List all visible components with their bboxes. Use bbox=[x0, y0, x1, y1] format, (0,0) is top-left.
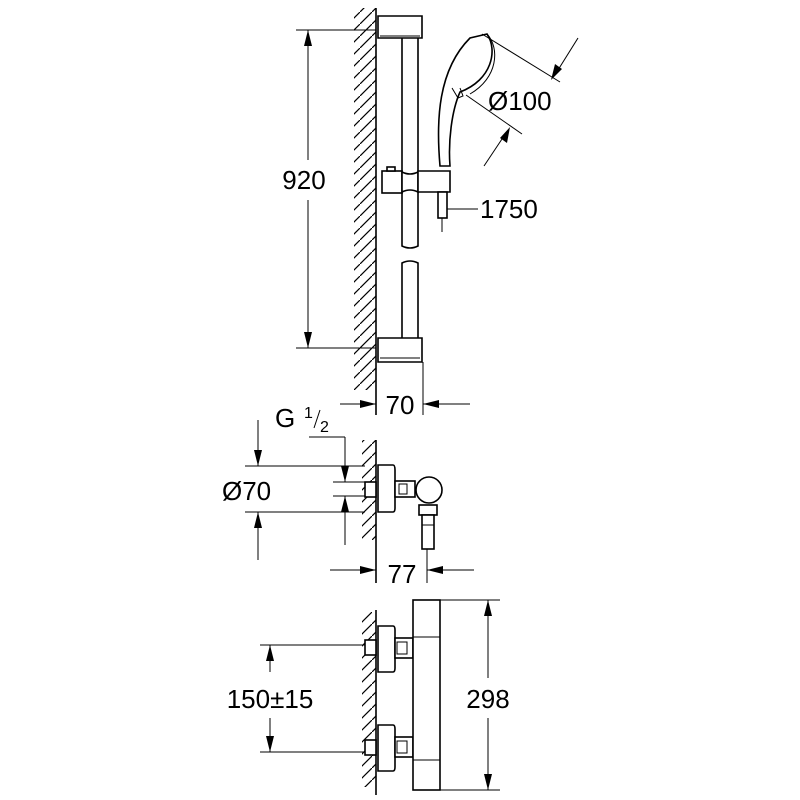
wall-hatch bbox=[354, 8, 376, 390]
wall-hatch bbox=[362, 612, 376, 787]
head-diameter-label: Ø100 bbox=[488, 86, 552, 116]
rosette-top bbox=[377, 625, 396, 673]
thread-label-numerator: 1 bbox=[304, 405, 313, 422]
rosette bbox=[377, 464, 396, 513]
slider bbox=[381, 170, 403, 194]
thermostat-body bbox=[412, 599, 441, 791]
rail-height-label: 920 bbox=[282, 165, 325, 195]
rosette-diameter-label: Ø70 bbox=[222, 476, 271, 506]
mixer-front-view: 298 150±15 bbox=[227, 599, 510, 795]
wall-nut bbox=[364, 481, 377, 498]
thread-label-denominator: 2 bbox=[320, 419, 329, 436]
rosette-bottom bbox=[377, 724, 396, 772]
hose bbox=[437, 191, 448, 219]
rail-bracket-top bbox=[377, 15, 423, 39]
mixer-depth-label: 77 bbox=[388, 559, 417, 589]
mixer-body bbox=[415, 476, 443, 504]
rail-bracket-bottom bbox=[377, 337, 423, 363]
mixer-height-label: 298 bbox=[466, 684, 509, 714]
shower-rail-view: 920 Ø100 1750 70 bbox=[282, 8, 579, 420]
outlet bbox=[421, 514, 435, 550]
rail-pole-lower bbox=[401, 260, 419, 338]
hand-shower bbox=[437, 33, 493, 167]
mixer-side-view: Ø70 G 1 2 77 bbox=[222, 403, 474, 589]
center-distance-label: 150±15 bbox=[227, 684, 314, 714]
thread-label-g: G bbox=[275, 403, 295, 433]
rail-pole-upper bbox=[401, 38, 419, 249]
hose-length-label: 1750 bbox=[480, 194, 538, 224]
rail-depth-label: 70 bbox=[386, 390, 415, 420]
